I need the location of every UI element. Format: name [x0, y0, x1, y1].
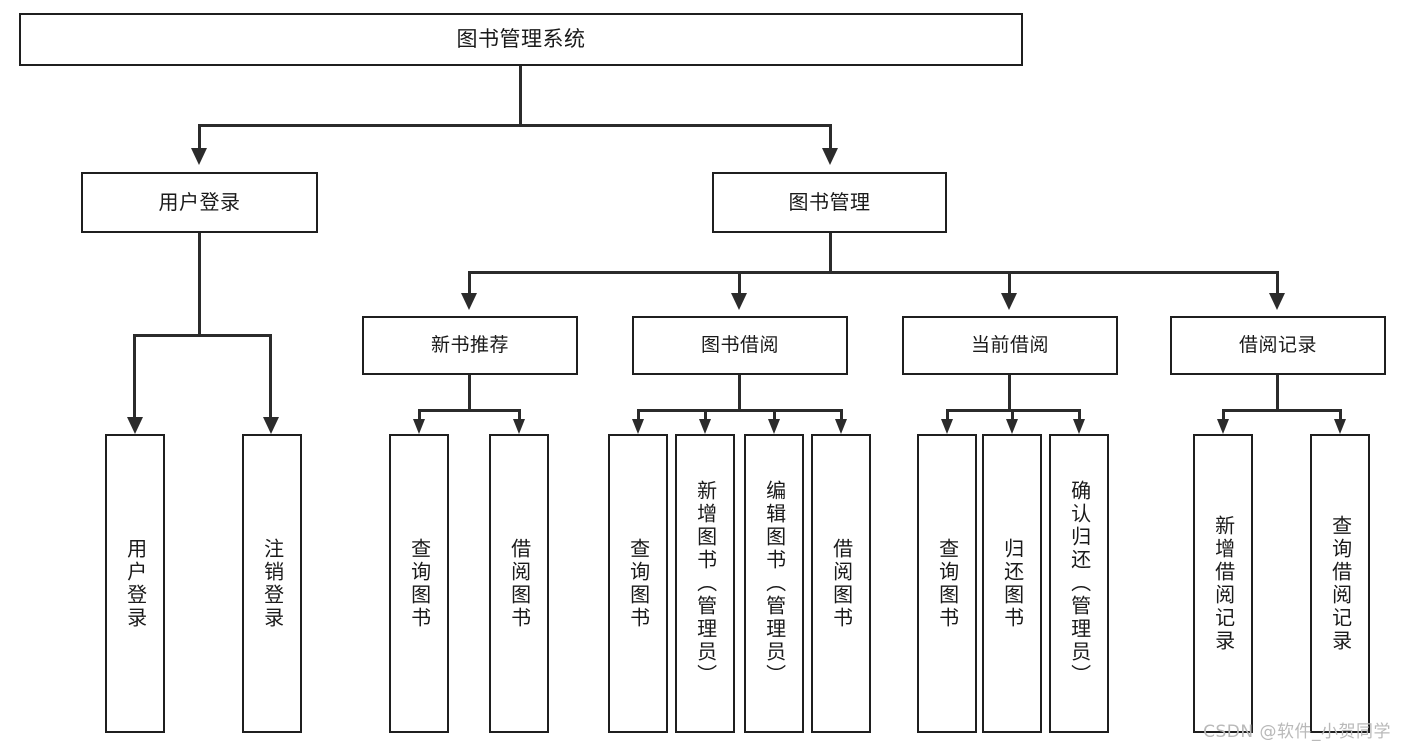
- connector-to-book-borrow: [738, 271, 741, 295]
- node-label: 新书推荐: [430, 333, 509, 356]
- node-library-management-system[interactable]: 图书管理系统: [19, 13, 1023, 66]
- leaf-borrow-book-1[interactable]: 借阅图书: [489, 434, 549, 733]
- node-label: 查询借阅记录: [1328, 514, 1353, 653]
- leaf-add-book[interactable]: 新增图书（管理员）: [675, 434, 735, 733]
- node-label: 查询图书: [935, 537, 960, 630]
- connector-new-book-bar: [418, 409, 521, 412]
- node-new-book-recommend[interactable]: 新书推荐: [362, 316, 578, 375]
- node-label: 当前借阅: [970, 333, 1049, 356]
- arrow-to-leaf-edit-book: [768, 419, 780, 434]
- node-label: 用户登录: [123, 537, 148, 630]
- connector-new-book-stem: [468, 375, 471, 411]
- leaf-borrow-book-2[interactable]: 借阅图书: [811, 434, 871, 733]
- connector-book-borrow-4: [840, 409, 843, 421]
- leaf-query-book-3[interactable]: 查询图书: [917, 434, 977, 733]
- node-label: 注销登录: [260, 537, 285, 630]
- connector-current-borrow-stem: [1008, 375, 1011, 411]
- node-label: 新增借阅记录: [1211, 514, 1236, 653]
- connector-book-borrow-stem: [738, 375, 741, 411]
- arrow-to-user-login: [191, 148, 207, 165]
- connector-borrow-record-right: [1339, 409, 1342, 421]
- connector-root-to-book-management: [829, 124, 832, 149]
- connector-user-login-right: [269, 334, 272, 419]
- arrow-to-leaf-query-record: [1334, 419, 1346, 434]
- node-user-login[interactable]: 用户登录: [81, 172, 318, 233]
- node-label: 图书管理: [788, 190, 871, 215]
- connector-root-stem: [519, 66, 522, 126]
- connector-book-borrow-1: [637, 409, 640, 421]
- connector-book-management-stem: [829, 233, 832, 273]
- leaf-return-book[interactable]: 归还图书: [982, 434, 1042, 733]
- connector-user-login-stem: [198, 233, 201, 336]
- connector-new-book-left: [418, 409, 421, 421]
- arrow-to-leaf-logout-login: [263, 417, 279, 434]
- arrow-to-leaf-query-book-3: [941, 419, 953, 434]
- node-label: 借阅记录: [1238, 333, 1317, 356]
- node-current-borrow[interactable]: 当前借阅: [902, 316, 1118, 375]
- arrow-to-book-borrow: [731, 293, 747, 310]
- node-label: 借阅图书: [829, 537, 854, 630]
- leaf-query-book-1[interactable]: 查询图书: [389, 434, 449, 733]
- node-label: 查询图书: [626, 537, 651, 630]
- arrow-to-leaf-query-book-1: [413, 419, 425, 434]
- arrow-to-leaf-borrow-book-1: [513, 419, 525, 434]
- leaf-confirm-return[interactable]: 确认归还（管理员）: [1049, 434, 1109, 733]
- connector-book-borrow-3: [773, 409, 776, 421]
- connector-to-new-book-recommend: [468, 271, 471, 295]
- leaf-user-login[interactable]: 用户登录: [105, 434, 165, 733]
- watermark-text: CSDN @软件_小贺同学: [1203, 722, 1391, 742]
- node-book-management[interactable]: 图书管理: [712, 172, 947, 233]
- connector-root-bar: [198, 124, 832, 127]
- leaf-add-record[interactable]: 新增借阅记录: [1193, 434, 1253, 733]
- arrow-to-leaf-query-book-2: [632, 419, 644, 434]
- connector-to-borrow-record: [1276, 271, 1279, 295]
- node-label: 查询图书: [407, 537, 432, 630]
- connector-book-borrow-2: [704, 409, 707, 421]
- arrow-to-book-management: [822, 148, 838, 165]
- connector-borrow-record-stem: [1276, 375, 1279, 411]
- connector-current-borrow-3: [1078, 409, 1081, 421]
- connector-current-borrow-1: [946, 409, 949, 421]
- node-label: 新增图书（管理员）: [693, 480, 718, 687]
- arrow-to-leaf-add-record: [1217, 419, 1229, 434]
- connector-current-borrow-2: [1011, 409, 1014, 421]
- arrow-to-leaf-borrow-book-2: [835, 419, 847, 434]
- arrow-to-new-book-recommend: [461, 293, 477, 310]
- connector-level3-bar: [468, 271, 1279, 274]
- connector-book-borrow-bar: [637, 409, 843, 412]
- node-label: 图书管理系统: [456, 26, 586, 51]
- node-label: 借阅图书: [507, 537, 532, 630]
- leaf-query-book-2[interactable]: 查询图书: [608, 434, 668, 733]
- node-label: 归还图书: [1000, 537, 1025, 630]
- leaf-logout-login[interactable]: 注销登录: [242, 434, 302, 733]
- arrow-to-leaf-return-book: [1006, 419, 1018, 434]
- node-label: 用户登录: [158, 190, 241, 215]
- connector-user-login-bar: [133, 334, 272, 337]
- arrow-to-current-borrow: [1001, 293, 1017, 310]
- connector-borrow-record-left: [1222, 409, 1225, 421]
- arrow-to-leaf-add-book: [699, 419, 711, 434]
- connector-to-current-borrow: [1008, 271, 1011, 295]
- node-borrow-record[interactable]: 借阅记录: [1170, 316, 1386, 375]
- node-label: 确认归还（管理员）: [1067, 480, 1092, 687]
- connector-borrow-record-bar: [1222, 409, 1342, 412]
- connector-root-to-user-login: [198, 124, 201, 149]
- node-label: 编辑图书（管理员）: [762, 480, 787, 687]
- node-label: 图书借阅: [700, 333, 779, 356]
- leaf-query-record[interactable]: 查询借阅记录: [1310, 434, 1370, 733]
- connector-new-book-right: [518, 409, 521, 421]
- node-book-borrow[interactable]: 图书借阅: [632, 316, 848, 375]
- connector-user-login-left: [133, 334, 136, 419]
- arrow-to-leaf-confirm-return: [1073, 419, 1085, 434]
- leaf-edit-book[interactable]: 编辑图书（管理员）: [744, 434, 804, 733]
- arrow-to-borrow-record: [1269, 293, 1285, 310]
- arrow-to-leaf-user-login: [127, 417, 143, 434]
